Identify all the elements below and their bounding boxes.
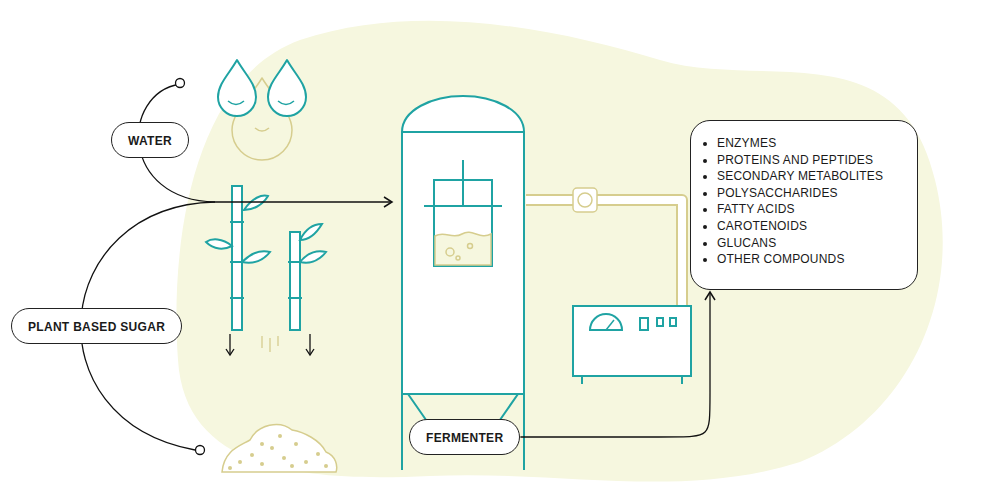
product-name: POLYSACCHARIDES [717, 186, 838, 200]
list-item: GLUCANS [717, 235, 899, 252]
list-item: CAROTENOIDS [717, 218, 899, 235]
pill-label: PLANT BASED SUGAR [28, 320, 165, 334]
product-name: ENZYMES [717, 136, 776, 150]
bamboo [206, 186, 326, 330]
product-name: OTHER COMPOUNDS [717, 252, 845, 266]
sugar-grain [294, 442, 298, 446]
sugar-grain [282, 456, 286, 460]
fermenter-tank [402, 96, 524, 470]
sugar-grain [260, 462, 264, 466]
flow-arrow [520, 292, 710, 437]
control-unit [573, 306, 691, 384]
sugar-grain [228, 466, 232, 470]
sugar-grain [278, 434, 282, 438]
feed-lines [81, 79, 392, 455]
list-item: OTHER COMPOUNDS [717, 251, 899, 268]
list-item: FATTY ACIDS [717, 201, 899, 218]
pill-label: WATER [128, 134, 172, 148]
list-item: ENZYMES [717, 135, 899, 152]
product-name: PROTEINS AND PEPTIDES [717, 153, 873, 167]
background-blob [176, 21, 942, 482]
input-pill: PLANT BASED SUGAR [11, 308, 182, 344]
pipe [526, 188, 682, 306]
list-item: PROTEINS AND PEPTIDES [717, 152, 899, 169]
sugar-grain [324, 464, 328, 468]
sugar-grain [250, 453, 254, 457]
product-name: CAROTENOIDS [717, 219, 807, 233]
product-name: SECONDARY METABOLITES [717, 169, 883, 183]
sugar-grain [304, 460, 308, 464]
water-drops [218, 60, 306, 160]
output-list-box: ENZYMES PROTEINS AND PEPTIDES SECONDARY ME… [690, 120, 918, 290]
pill-label: FERMENTER [426, 431, 503, 445]
sugar-grain [270, 446, 274, 450]
process-pill: FERMENTER [409, 419, 520, 455]
sugar-grain [238, 460, 242, 464]
sugar-grain [290, 464, 294, 468]
list-item: SECONDARY METABOLITES [717, 168, 899, 185]
product-list: ENZYMES PROTEINS AND PEPTIDES SECONDARY ME… [701, 135, 899, 268]
falling-sugar [226, 334, 314, 355]
list-item: POLYSACCHARIDES [717, 185, 899, 202]
sugar-grain [316, 452, 320, 456]
product-name: FATTY ACIDS [717, 202, 795, 216]
sugar-pile [222, 425, 337, 472]
input-pill: WATER [111, 122, 189, 158]
sugar-grain [260, 442, 264, 446]
product-name: GLUCANS [717, 236, 776, 250]
